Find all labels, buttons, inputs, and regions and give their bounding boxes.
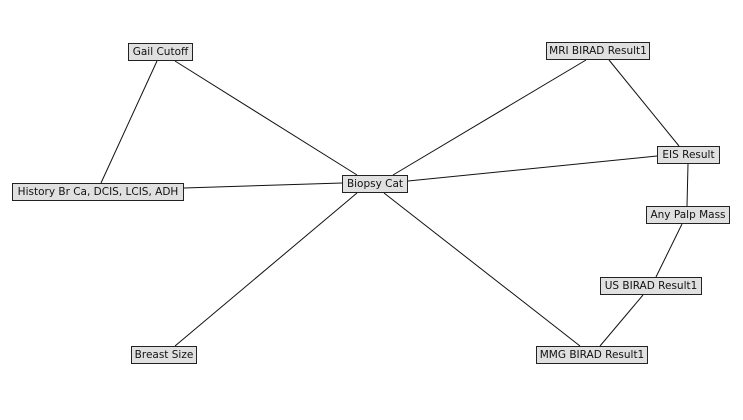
edge-biopsy-eis	[407, 155, 658, 182]
edge-gail-hist	[100, 60, 158, 184]
node-mri-birad-result1[interactable]: MRI BIRAD Result1	[546, 42, 650, 60]
node-us-birad-result1[interactable]: US BIRAD Result1	[600, 277, 702, 295]
node-any-palp-mass[interactable]: Any Palp Mass	[646, 206, 730, 224]
node-mmg-birad-result1[interactable]: MMG BIRAD Result1	[536, 346, 648, 364]
edge-palp-us	[655, 223, 683, 278]
edge-biopsy-mri	[392, 59, 587, 176]
edge-mri-eis	[608, 59, 680, 147]
edge-us-mmg	[599, 294, 644, 347]
node-biopsy-cat[interactable]: Biopsy Cat	[342, 175, 408, 193]
edge-eis-palp	[686, 163, 689, 207]
node-history-br-ca[interactable]: History Br Ca, DCIS, LCIS, ADH	[12, 183, 184, 201]
node-eis-result[interactable]: EIS Result	[657, 146, 720, 164]
edge-gail-biopsy	[174, 60, 358, 176]
node-breast-size[interactable]: Breast Size	[131, 346, 197, 364]
edge-biopsy-mmg	[383, 192, 581, 347]
node-gail-cutoff[interactable]: Gail Cutoff	[128, 43, 193, 61]
edge-hist-biopsy	[183, 182, 343, 189]
edge-biopsy-breast	[174, 192, 358, 347]
